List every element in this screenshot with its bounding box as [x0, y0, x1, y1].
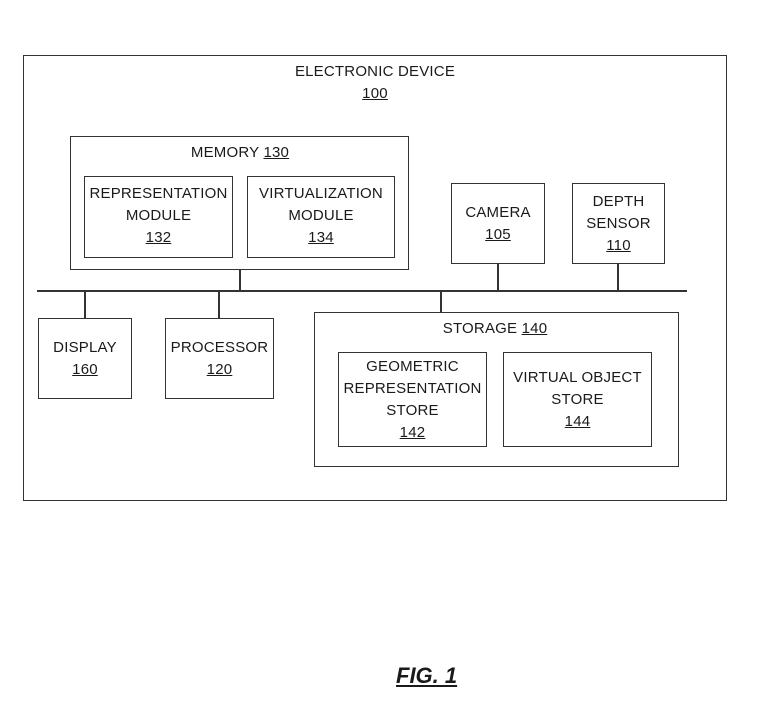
display-ref: 160: [72, 361, 98, 378]
electronic-device-ref: 100: [362, 85, 388, 102]
virtual-object-store-ref: 144: [564, 413, 591, 430]
storage-label: STORAGE 140: [420, 318, 570, 340]
display-box: [38, 318, 132, 399]
system-bus: [37, 290, 687, 292]
geometric-store-ref: 142: [399, 424, 426, 441]
depth-sensor-box: [572, 183, 665, 264]
camera-box: [451, 183, 545, 264]
geometric-representation-store-label: GEOMETRIC REPRESENTATION STORE 142: [338, 356, 487, 444]
depth-sensor-label: DEPTH SENSOR 110: [572, 191, 665, 257]
electronic-device-title: ELECTRONIC DEVICE: [294, 63, 456, 80]
bus-connector-camera: [497, 263, 499, 291]
depth-sensor-line1: DEPTH: [592, 193, 645, 210]
virtual-object-store-label: VIRTUAL OBJECT STORE 144: [503, 367, 652, 433]
electronic-device-label: ELECTRONIC DEVICE 100: [275, 61, 475, 105]
memory-label: MEMORY 130: [170, 142, 310, 164]
bus-connector-display: [84, 291, 86, 318]
storage-title: STORAGE: [442, 320, 518, 337]
virtualization-module-box: [247, 176, 395, 258]
figure-label: FIG. 1: [396, 663, 458, 688]
representation-module-label: REPRESENTATION MODULE 132: [84, 183, 233, 249]
processor-box: [165, 318, 274, 399]
memory-ref: 130: [263, 144, 290, 161]
geometric-representation-store-box: [338, 352, 487, 447]
representation-module-line2: MODULE: [125, 207, 192, 224]
depth-sensor-line2: SENSOR: [586, 215, 651, 232]
bus-connector-memory: [239, 270, 241, 291]
geometric-store-line3: STORE: [386, 402, 439, 419]
storage-ref: 140: [521, 320, 548, 337]
virtual-object-store-box: [503, 352, 652, 447]
representation-module-line1: REPRESENTATION: [89, 185, 228, 202]
memory-title: MEMORY: [190, 144, 260, 161]
camera-ref: 105: [485, 226, 511, 243]
processor-label: PROCESSOR 120: [165, 337, 274, 381]
geometric-store-line2: REPRESENTATION: [343, 380, 482, 397]
virtual-object-store-line1: VIRTUAL OBJECT: [513, 369, 642, 386]
bus-connector-processor: [218, 291, 220, 318]
display-label: DISPLAY 160: [38, 337, 132, 381]
bus-connector-storage: [440, 291, 442, 312]
virtual-object-store-line2: STORE: [551, 391, 604, 408]
virtualization-module-line2: MODULE: [288, 207, 354, 224]
virtualization-module-label: VIRTUALIZATION MODULE 134: [247, 183, 395, 249]
camera-label: CAMERA 105: [451, 202, 545, 246]
display-title: DISPLAY: [53, 339, 117, 356]
camera-title: CAMERA: [465, 204, 531, 221]
depth-sensor-ref: 110: [606, 237, 631, 254]
processor-ref: 120: [206, 361, 233, 378]
virtualization-module-ref: 134: [308, 229, 334, 246]
representation-module-box: [84, 176, 233, 258]
representation-module-ref: 132: [145, 229, 172, 246]
processor-title: PROCESSOR: [170, 339, 269, 356]
geometric-store-line1: GEOMETRIC: [366, 358, 459, 375]
virtualization-module-line1: VIRTUALIZATION: [259, 185, 383, 202]
bus-connector-depth-sensor: [617, 263, 619, 291]
